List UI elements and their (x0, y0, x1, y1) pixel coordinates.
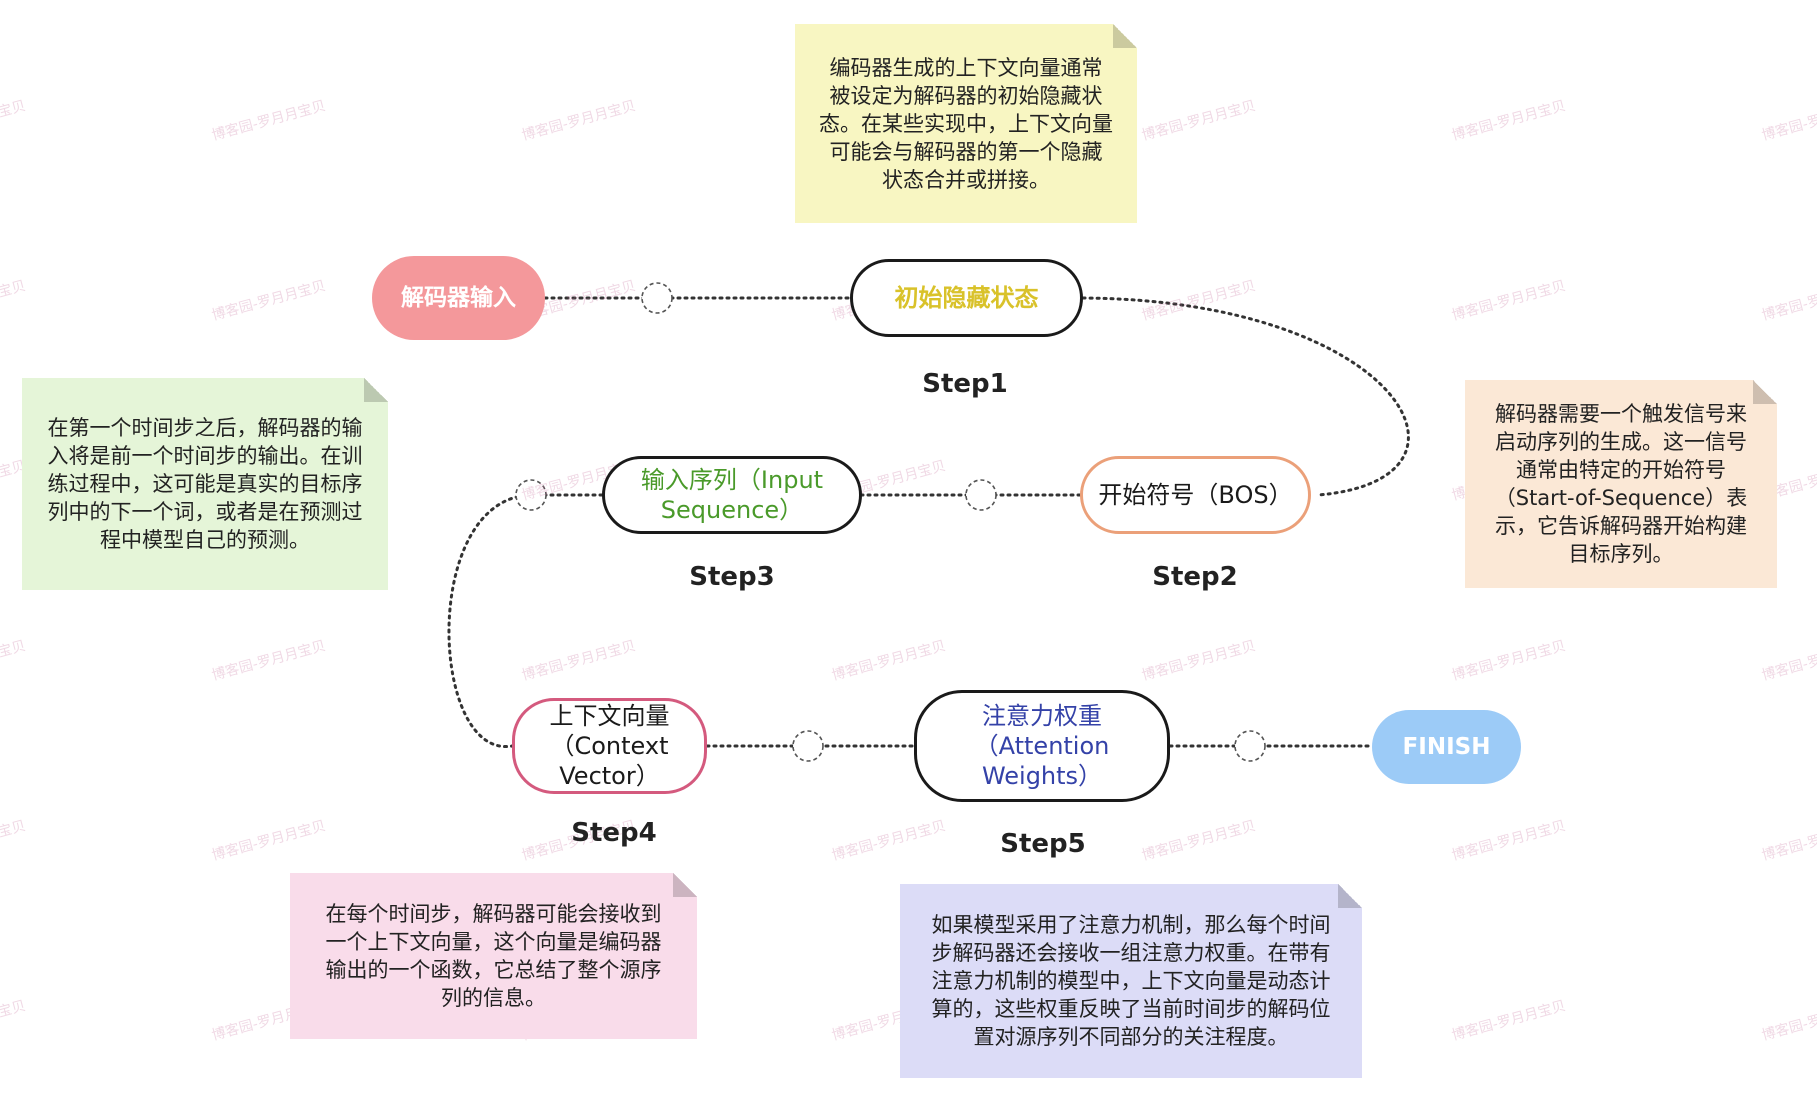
node-finish[interactable]: FINISH (1372, 710, 1521, 784)
node-bos-label: 开始符号（BOS） (1098, 481, 1293, 509)
node-attention-weights[interactable]: 注意力权重（Attention Weights） (914, 690, 1170, 802)
node-context-vector-label: 上下文向量（Context Vector） (549, 702, 670, 790)
connector-midpoint-2 (965, 479, 997, 511)
note-fold (1338, 884, 1362, 908)
step5-label: Step5 (1000, 829, 1086, 859)
note-left: 在第一个时间步之后，解码器的输 入将是前一个时间步的输出。在训 练过程中，这可能… (22, 378, 388, 590)
note-fold (1753, 380, 1777, 404)
node-decoder-input-label: 解码器输入 (401, 285, 516, 311)
note-left-text: 在第一个时间步之后，解码器的输 入将是前一个时间步的输出。在训 练过程中，这可能… (47, 416, 363, 552)
note-fold (1113, 24, 1137, 48)
node-input-sequence[interactable]: 输入序列（Input Sequence） (602, 456, 862, 534)
step1-label: Step1 (922, 369, 1008, 399)
connector-midpoint-3 (515, 479, 547, 511)
connector-midpoint-4 (792, 730, 824, 762)
connector-midpoint-1 (641, 282, 673, 314)
note-fold (364, 378, 388, 402)
note-top: 编码器生成的上下文向量通常 被设定为解码器的初始隐藏状 态。在某些实现中，上下文… (795, 24, 1137, 223)
note-bottom-left: 在每个时间步，解码器可能会接收到 一个上下文向量，这个向量是编码器 输出的一个函… (290, 873, 697, 1039)
node-attention-weights-label: 注意力权重（Attention Weights） (974, 702, 1110, 790)
connector-midpoint-5 (1234, 730, 1266, 762)
node-finish-label: FINISH (1402, 734, 1491, 760)
step4-label: Step4 (571, 818, 657, 848)
connector-hidden-to-bos (1081, 296, 1410, 497)
connector-input-seq-to-context (447, 493, 604, 748)
node-initial-hidden-state[interactable]: 初始隐藏状态 (850, 259, 1083, 337)
note-right-text: 解码器需要一个触发信号来 启动序列的生成。这一信号 通常由特定的开始符号 （St… (1494, 402, 1748, 566)
node-input-sequence-label: 输入序列（Input Sequence） (640, 466, 824, 524)
node-context-vector[interactable]: 上下文向量（Context Vector） (512, 698, 707, 794)
note-bottom-right-text: 如果模型采用了注意力机制，那么每个时间 步解码器还会接收一组注意力权重。在带有 … (931, 913, 1331, 1049)
step2-label: Step2 (1152, 562, 1238, 592)
note-bottom-right: 如果模型采用了注意力机制，那么每个时间 步解码器还会接收一组注意力权重。在带有 … (900, 884, 1362, 1078)
node-initial-hidden-state-label: 初始隐藏状态 (894, 284, 1039, 312)
step3-label: Step3 (689, 562, 775, 592)
node-decoder-input[interactable]: 解码器输入 (372, 256, 545, 340)
node-bos[interactable]: 开始符号（BOS） (1080, 456, 1311, 534)
note-fold (673, 873, 697, 897)
note-bottom-left-text: 在每个时间步，解码器可能会接收到 一个上下文向量，这个向量是编码器 输出的一个函… (325, 902, 662, 1010)
note-right: 解码器需要一个触发信号来 启动序列的生成。这一信号 通常由特定的开始符号 （St… (1465, 380, 1777, 588)
note-top-text: 编码器生成的上下文向量通常 被设定为解码器的初始隐藏状 态。在某些实现中，上下文… (819, 55, 1113, 192)
